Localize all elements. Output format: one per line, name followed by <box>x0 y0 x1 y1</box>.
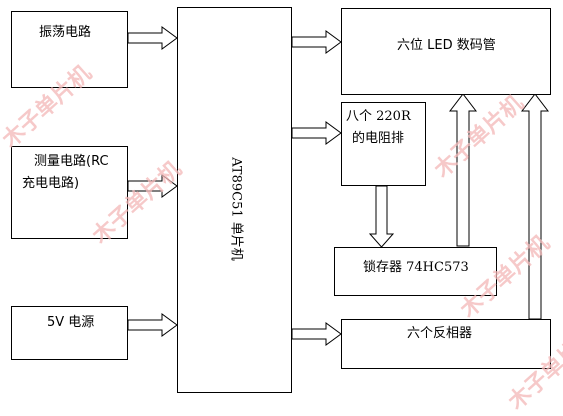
connector-layer <box>127 26 550 346</box>
arrow-power-to-mcu <box>127 313 178 337</box>
resistor-label-line1: 八个 220R <box>346 109 411 124</box>
mcu-label: AT89C51 单片机 <box>228 157 244 261</box>
arrow-latch-to-display <box>448 93 478 247</box>
display-block: 六位 LED 数码管 <box>341 8 551 95</box>
latch-block: 锁存器 74HC573 <box>334 247 497 296</box>
arrow-resistor-to-latch <box>368 185 395 248</box>
block-diagram: 振荡电路 测量电路(RC 充电电路) 5V 电源 AT89C51 单片机 六位 … <box>0 7 563 415</box>
mcu-block: AT89C51 单片机 <box>177 7 292 393</box>
arrow-mcu-to-inverter <box>291 322 342 346</box>
resistor-pack-block: 八个 220R 的电阻排 <box>341 102 426 186</box>
display-label: 六位 LED 数码管 <box>397 38 496 53</box>
inverter-label: 六个反相器 <box>407 326 473 341</box>
oscillator-block: 振荡电路 <box>11 11 128 88</box>
arrow-mcu-to-resistor <box>291 121 342 145</box>
arrow-oscillator-to-mcu <box>127 26 178 50</box>
arrow-inverter-to-display <box>520 93 550 320</box>
inverter-block: 六个反相器 <box>341 319 551 369</box>
resistor-label-line2: 的电阻排 <box>352 131 405 146</box>
measure-block: 测量电路(RC 充电电路) <box>11 146 128 239</box>
power-label: 5V 电源 <box>47 315 95 330</box>
oscillator-label: 振荡电路 <box>39 25 92 40</box>
measure-label-line2: 充电电路) <box>22 176 80 191</box>
arrow-mcu-to-display <box>291 30 342 54</box>
latch-label: 锁存器 74HC573 <box>363 260 469 275</box>
arrow-measure-to-mcu <box>127 174 178 198</box>
measure-label-line1: 测量电路(RC <box>34 154 109 169</box>
power-block: 5V 电源 <box>11 306 128 360</box>
